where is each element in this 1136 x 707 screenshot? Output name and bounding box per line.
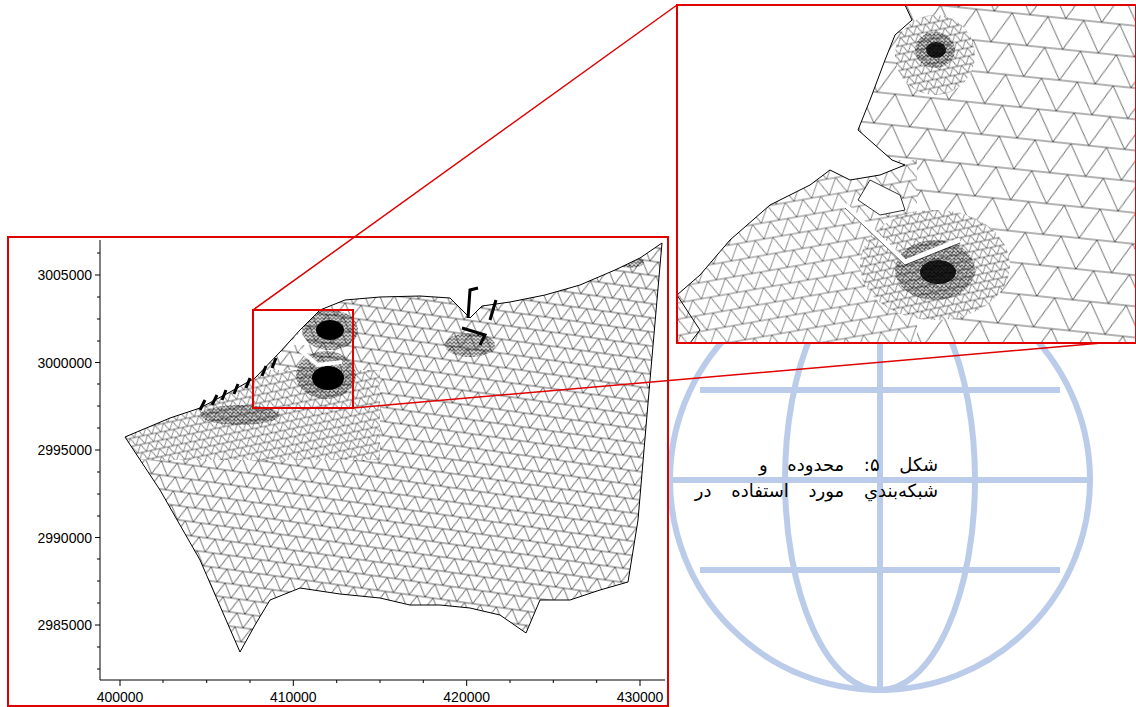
mesh-graphic [125,243,662,652]
axis-tick-label: 400000 [97,689,144,705]
mesh-graphic [296,351,356,399]
mesh-graphic [677,5,1136,343]
mesh-graphic [253,310,353,408]
mesh-graphic [895,15,975,95]
mesh-graphic [120,680,640,686]
mesh-graphic [845,205,960,262]
mesh-graphic [163,680,597,683]
mesh-graphic [915,32,955,68]
mesh-graphic [312,366,344,390]
mesh-graphic [253,5,1136,408]
mesh-graphic [445,333,495,357]
mesh-graphic [845,208,960,265]
mesh-graphic [462,288,496,345]
mesh-graphic [100,230,670,660]
mesh-graphic [100,230,670,660]
axis-tick-label: 2995000 [37,442,92,458]
mesh-graphic [95,240,665,686]
mesh-graphic [677,5,1136,343]
mesh-graphic [288,332,310,345]
mesh-graphic [920,260,956,284]
mesh-graphic [316,320,344,340]
mesh-graphic [100,240,665,680]
mesh-graphic [677,5,1136,343]
mesh-graphic [895,15,975,95]
axis-tick-label: 410000 [270,689,317,705]
mesh-graphic [677,5,912,295]
mesh-graphic [302,310,358,350]
axis-tick-label: 2985000 [37,617,92,633]
mesh-graphic [100,230,670,660]
mesh-graphic [677,295,700,343]
mesh-graphic [200,288,496,410]
axis-tick-label: 2990000 [37,530,92,546]
mesh-graphic [677,5,1136,343]
axis-tick-label: 430000 [617,689,664,705]
mesh-graphic [95,275,100,625]
mesh-graphic [858,180,905,215]
axis-tick-label: 3000000 [37,355,92,371]
axis-tick-label: 420000 [443,689,490,705]
mesh-graphic [860,210,1010,320]
mesh-graphic [300,350,342,365]
mesh-graphic [860,210,1010,320]
mesh-graphic [926,42,946,58]
axis-tick-label: 3005000 [37,267,92,283]
mesh-graphic [97,253,100,669]
figure-caption: شکل ۵: محدوده و شبکه‌بندي مورد استفاده د… [688,452,938,504]
mesh-graphic [200,358,276,410]
